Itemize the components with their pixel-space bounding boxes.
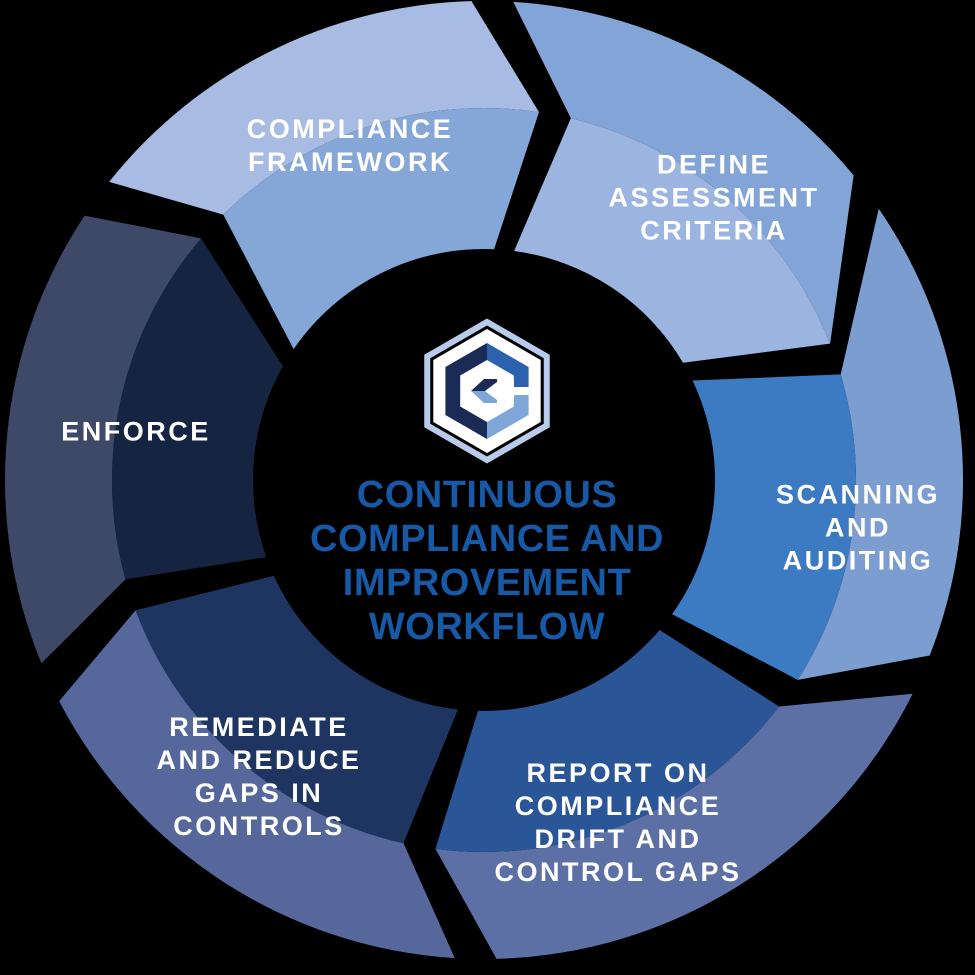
segment-define-assessment-criteria-inner-band — [514, 118, 831, 363]
segment-label-compliance-framework: COMPLIANCE FRAMEWORK — [246, 114, 454, 177]
segment-report-on-compliance-drift-and-control-gaps-inner-band — [435, 630, 780, 853]
segment-label-scanning-and-auditing: SCANNING AND AUDITING — [775, 479, 941, 576]
logo-c-bottom-light — [487, 395, 529, 439]
segment-compliance-framework-outer-band — [109, 1, 539, 215]
center-title: CONTINUOUS COMPLIANCE AND IMPROVEMENT WO… — [310, 473, 664, 649]
segment-define-assessment-criteria-outer-band — [513, 1, 854, 344]
segment-label-report-on-compliance-drift-and-control-gaps: REPORT ON COMPLIANCE DRIFT AND CONTROL G… — [494, 758, 742, 887]
segment-remediate-and-reduce-gaps-in-controls-inner-band — [135, 575, 458, 844]
segment-compliance-framework-inner-band — [223, 108, 539, 350]
logo-hex-ring — [424, 318, 550, 464]
segment-scanning-and-auditing-inner-band — [672, 374, 856, 680]
logo-island-navy — [471, 379, 497, 391]
segment-enforce-inner-band — [112, 238, 283, 580]
segment-label-remediate-and-reduce-gaps-in-controls: REMEDIATE AND REDUCE GAPS IN CONTROLS — [156, 712, 362, 841]
segment-report-on-compliance-drift-and-control-gaps-outer-band — [435, 693, 913, 959]
logo-island-light — [471, 391, 497, 403]
segment-label-enforce: ENFORCE — [61, 416, 211, 447]
segment-label-define-assessment-criteria: DEFINE ASSESSMENT CRITERIA — [608, 149, 820, 246]
segment-scanning-and-auditing-outer-band — [797, 208, 964, 680]
logo-c-left-navy — [445, 343, 487, 439]
segment-remediate-and-reduce-gaps-in-controls-outer-band — [59, 610, 455, 959]
hexagon-cube-c-logo-icon — [424, 318, 550, 464]
segment-enforce-outer-band — [4, 215, 202, 664]
logo-c-top-blue — [487, 343, 529, 387]
